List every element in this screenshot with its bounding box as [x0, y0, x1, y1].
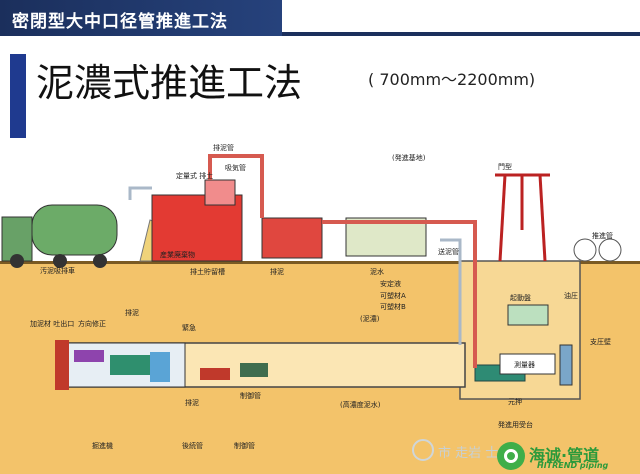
label-discharge: 排泥 [270, 267, 284, 276]
diameter-range: ( 700mm～2200mm) [368, 70, 536, 89]
label-rear-pipe: 後続管 [182, 441, 203, 450]
truck-wheel [93, 254, 107, 268]
label-discharge-left: 排泥 [125, 308, 139, 317]
label-discharge-low: 排泥 [185, 398, 199, 407]
label-control-panel: 起動盤 [510, 293, 531, 302]
label-pipe-top: 排泥管 [213, 143, 234, 152]
label-sludge-truck: 汚泥吸排車 [40, 266, 75, 275]
label-emergency: 緊急 [182, 323, 196, 332]
label-high-density: (高濃度泥水) [340, 400, 381, 409]
ground-line [0, 261, 640, 264]
brand-name: 海诚·管道 [529, 446, 600, 465]
label-control-pipe: 制御管 [240, 391, 261, 400]
label-additive-outlet: 加泥材 吐出口 [30, 319, 74, 328]
label-storage-tank: 排土貯留槽 [190, 267, 225, 276]
brand-subtitle: HITREND piping [537, 461, 609, 470]
watermark-left-text: 市 走岩 士 [438, 446, 499, 461]
control-unit [150, 352, 170, 382]
page-title: 泥濃式推進工法 [36, 61, 303, 105]
construction-diagram: 排泥管 吸気管 定量式 排土 (発進基地) 門型 推進管 汚泥吸排車 産業廃棄物… [0, 143, 640, 474]
header-band [0, 0, 282, 36]
measuring-box [499, 353, 556, 375]
label-control-pipe2: 制御管 [234, 441, 255, 450]
truck-wheel [53, 254, 67, 268]
mud-tanks [345, 217, 427, 257]
label-push-pipe: 推進管 [592, 231, 613, 240]
header-rule [282, 32, 640, 36]
discharge-pipe [208, 154, 477, 368]
label-stabilizer: 安定液 [380, 279, 401, 288]
label-industrial-waste: 産業廃棄物 [160, 250, 195, 259]
control-panel [507, 304, 549, 326]
brand-watermark: 海诚·管道 HITREND piping [497, 440, 637, 470]
label-mud-water: 泥水 [370, 267, 384, 276]
pipe-stock [573, 238, 597, 262]
watermark-left: 市 走岩 士 [412, 433, 502, 469]
direction-unit [74, 350, 104, 362]
header-title: 密閉型大中口径管推進工法 [12, 12, 228, 32]
label-feed-pipe: 送泥管 [438, 247, 459, 256]
truck-wheel [10, 254, 24, 268]
gantry-crane [495, 173, 550, 262]
truck-tank [31, 204, 118, 256]
label-mud-slurry: (泥濃) [360, 314, 380, 323]
feed-pipe [128, 186, 462, 345]
label-support-wall: 支圧壁 [590, 337, 611, 346]
watermark-icon [412, 439, 434, 461]
emergency-unit [200, 368, 230, 380]
label-plastic-a: 可塑材A [380, 291, 406, 300]
title-accent-bar [10, 54, 26, 138]
label-machine: 掘進機 [92, 441, 113, 450]
label-suction: 吸気管 [225, 163, 246, 172]
label-hydraulic: 油圧 [564, 291, 578, 300]
label-gate: 門型 [498, 162, 512, 171]
label-rail: 発進用受台 [498, 420, 533, 429]
cutter-head [55, 340, 69, 390]
label-plastic-b: 可塑材B [380, 302, 406, 311]
hopper [204, 179, 236, 206]
header-bar: 密閉型大中口径管推進工法 [0, 0, 640, 40]
pump-unit [261, 217, 323, 259]
label-base: (発進基地) [392, 153, 426, 162]
pipe-stock [598, 238, 622, 262]
storage-tank [151, 194, 243, 262]
control-box [240, 363, 268, 377]
label-fixed-soil: 定量式 排土 [176, 171, 213, 180]
label-direction: 方向修正 [78, 319, 106, 328]
label-jack: 元押 [508, 397, 522, 406]
support-wall [559, 344, 573, 386]
motor-unit [110, 355, 150, 375]
label-measuring: 測量器 [514, 360, 535, 369]
brand-logo-icon [497, 442, 525, 470]
